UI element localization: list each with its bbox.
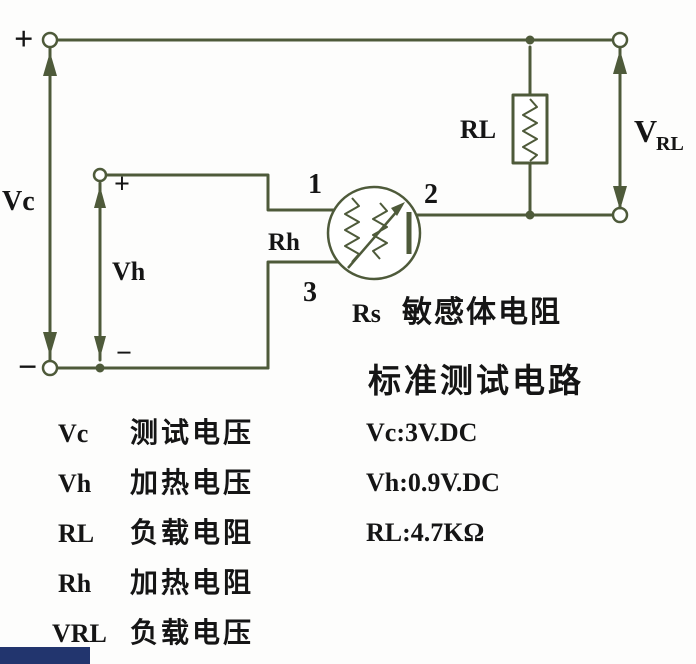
rl-resistor-zigzag: [522, 98, 538, 162]
vrl-arrow-up-icon: [613, 50, 627, 74]
terminal-output-right: [611, 206, 629, 224]
legend: Vc 测试电压 Vh 加热电压 RL 负载电阻 Rh 加热电阻 VRL 负载电压: [52, 417, 254, 649]
heater-bottom-wire: [266, 260, 340, 370]
rs-label: Rs: [352, 299, 381, 328]
spec-rl: RL:4.7KΩ: [366, 518, 484, 547]
pin1-label: 1: [308, 169, 322, 200]
sensor-body-circle: [326, 185, 422, 281]
heater-resistor-zigzag: [344, 197, 360, 263]
spec-vc: Vc:3V.DC: [366, 418, 477, 447]
junctions-and-arrows: [43, 35, 627, 373]
legend-symbol-rl: RL: [58, 519, 94, 548]
vh-arrow-up-icon: [94, 186, 106, 208]
legend-label-rh: 加热电阻: [130, 567, 254, 599]
sensor-caption: 敏感体电阻: [402, 296, 562, 329]
terminals: [41, 31, 629, 377]
junction-output-rl: [525, 210, 535, 220]
terminal-bottom-left: [41, 359, 59, 377]
vrl-label-v: V: [634, 113, 657, 149]
legend-symbol-vrl: VRL: [52, 619, 107, 648]
pin3-label: 3: [303, 277, 317, 308]
sensor-arrowhead-icon: [391, 202, 405, 216]
legend-label-vh: 加热电压: [130, 467, 254, 499]
gas-sensor-symbol: [326, 185, 422, 281]
vh-arrow-down-icon: [94, 336, 106, 358]
wires: [48, 38, 622, 370]
circuit-title: 标准测试电路: [368, 363, 584, 400]
spec-vh: Vh:0.9V.DC: [366, 468, 500, 497]
junction-bottom-vh: [95, 363, 105, 373]
bottom-edge-bar: [0, 647, 90, 664]
rl-label: RL: [460, 115, 496, 144]
vh-label: Vh: [112, 257, 146, 286]
legend-symbol-rh: Rh: [58, 569, 92, 598]
vc-arrow-up-icon: [43, 52, 57, 76]
polarity-plus-top: +: [14, 21, 33, 58]
junction-top-rl: [525, 35, 535, 45]
rl-resistor-box: [511, 93, 549, 165]
heater-top-wire: [104, 173, 336, 212]
vc-label: Vc: [2, 186, 35, 217]
inner-plus-label: +: [114, 169, 130, 200]
inner-minus-label: −: [116, 338, 132, 369]
load-resistor-symbol: [511, 93, 549, 165]
terminal-top-left: [41, 31, 59, 49]
legend-label-rl: 负载电阻: [130, 517, 254, 549]
vrl-arrow-down-icon: [613, 186, 627, 210]
legend-symbol-vc: Vc: [58, 419, 88, 448]
terminal-top-right: [611, 31, 629, 49]
legend-label-vc: 测试电压: [130, 417, 254, 449]
vrl-label-sub: RL: [656, 133, 684, 155]
rh-label: Rh: [268, 229, 300, 256]
legend-label-vrl: 负载电压: [130, 617, 254, 649]
vc-arrow-down-icon: [43, 332, 57, 356]
sensor-arrow-line: [347, 209, 399, 269]
legend-symbol-vh: Vh: [58, 469, 92, 498]
pin2-label: 2: [424, 179, 438, 210]
terminal-heater-plus: [92, 167, 108, 183]
polarity-minus-bottom: −: [18, 349, 37, 386]
